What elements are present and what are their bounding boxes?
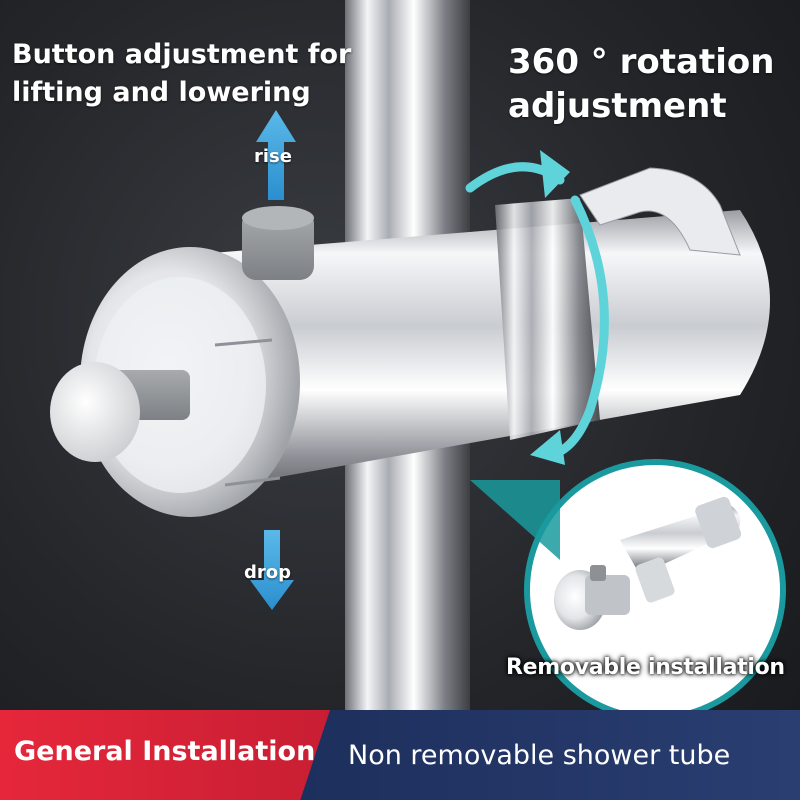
bottom-banner: General Installation Non removable showe… <box>0 710 800 800</box>
holder-body <box>150 210 770 500</box>
rotating-collar <box>495 198 600 440</box>
inset-caption: Removable installation <box>506 655 785 680</box>
inset-detail <box>527 462 783 718</box>
banner-red-segment <box>0 710 330 800</box>
head-cradle <box>579 167 741 256</box>
headline-right: 360 ° rotation adjustment <box>508 42 775 126</box>
headline-left: Button adjustment for lifting and loweri… <box>12 39 352 108</box>
side-knob <box>50 362 140 462</box>
rise-label: rise <box>254 146 292 167</box>
inset-pointer <box>470 480 560 560</box>
general-installation-label: General Installation <box>14 736 316 767</box>
banner-blue-segment <box>300 710 800 800</box>
arrow-down-icon <box>250 530 294 610</box>
drop-label: drop <box>244 562 292 583</box>
non-removable-label: Non removable shower tube <box>348 740 731 771</box>
arrow-up-icon <box>256 110 296 200</box>
